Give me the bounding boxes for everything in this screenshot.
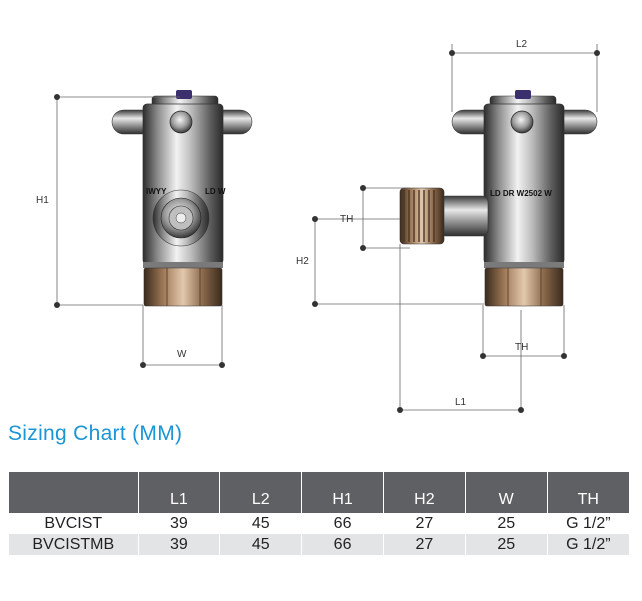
column-header-h1: H1	[301, 472, 384, 513]
table-cell-model: BVCISTMB	[9, 534, 138, 555]
table-cell: 25	[464, 534, 548, 555]
side-view-dimensions	[314, 44, 598, 412]
sizing-chart-title: Sizing Chart (MM)	[8, 422, 183, 445]
table-cell: 27	[382, 513, 466, 534]
table-cell: 45	[219, 534, 302, 555]
table-row: BVCIST 39 45 66 27 25 G 1/2”	[9, 513, 629, 534]
table-cell: 39	[137, 534, 220, 555]
table-cell: 66	[301, 513, 384, 534]
front-engraving-right: LD W	[205, 187, 226, 196]
dim-label-l1: L1	[455, 397, 467, 408]
table-cell: 39	[137, 513, 220, 534]
table-cell: G 1/2”	[546, 513, 629, 534]
column-header-l1: L1	[137, 472, 220, 513]
column-header-th: TH	[546, 472, 629, 513]
column-header-w: W	[464, 472, 548, 513]
side-engraving: LD DR W2502 W	[490, 189, 552, 198]
front-view-dimensions	[56, 96, 223, 368]
table-cell: 45	[219, 513, 302, 534]
dim-label-th-vertical: TH	[340, 214, 353, 225]
table-cell: 25	[464, 513, 548, 534]
side-view: LD DR W2502 W	[399, 90, 598, 307]
sizing-chart-table: L1 L2 H1 H2 W TH BVCIST 39 45 66 27 25 G…	[9, 472, 629, 555]
table-row: BVCISTMB 39 45 66 27 25 G 1/2”	[9, 534, 629, 555]
valve-technical-drawing: IWYY LD W H1 W	[36, 39, 600, 413]
table-cell: 27	[382, 534, 466, 555]
dim-label-w: W	[177, 349, 187, 360]
dim-label-th-horizontal: TH	[515, 342, 528, 353]
column-header	[9, 472, 138, 513]
table-cell-model: BVCIST	[44, 514, 103, 532]
table-header-row: L1 L2 H1 H2 W TH	[9, 472, 629, 513]
dim-label-h1: H1	[36, 195, 49, 206]
front-view: IWYY LD W	[111, 90, 253, 307]
dim-label-l2: L2	[516, 39, 528, 50]
column-header-h2: H2	[382, 472, 466, 513]
front-engraving-left: IWYY	[146, 187, 167, 196]
column-header-l2: L2	[219, 472, 302, 513]
table-cell: 66	[301, 534, 384, 555]
dim-label-h2: H2	[296, 256, 309, 267]
table-cell: G 1/2”	[546, 534, 629, 555]
